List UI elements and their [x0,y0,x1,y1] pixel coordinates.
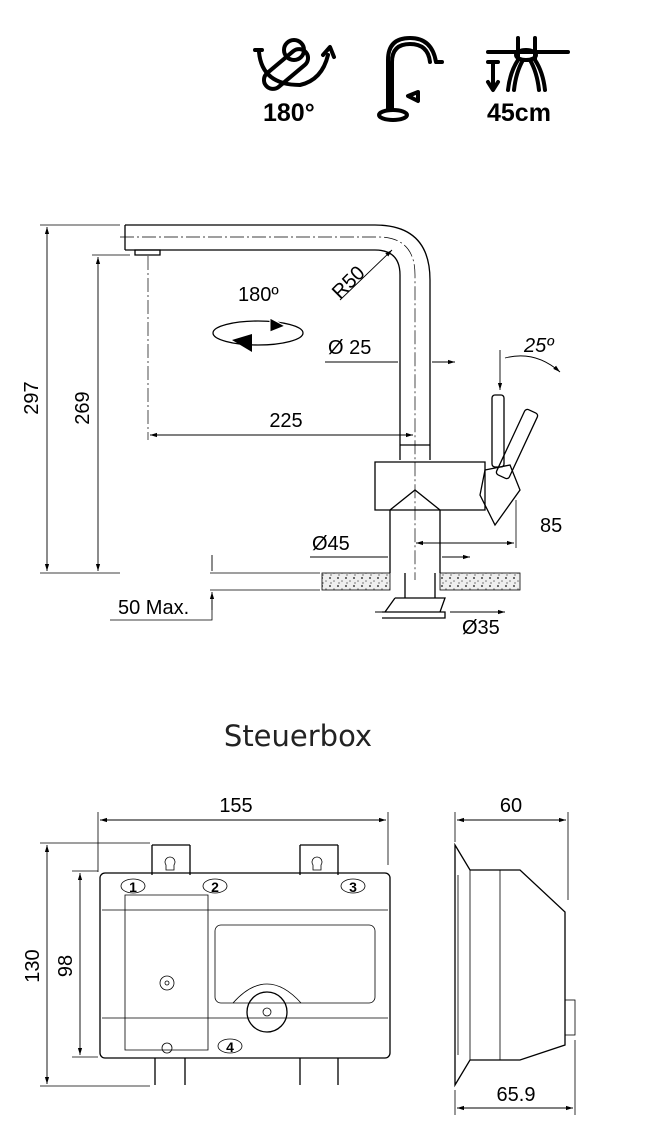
dim-155: 155 [219,795,252,817]
port-3-label: 3 [349,879,357,895]
dim-50-max: 50 Max. [118,597,189,619]
dim-d45: Ø45 [312,533,350,555]
dim-269: 269 [72,391,94,424]
dim-60: 60 [500,795,522,817]
faucet-dimensions: 297 269 225 R50 180º Ø 25 25º Ø45 85 50 … [21,224,562,639]
pull-out-hose-icon: 45cm [486,36,570,127]
swivel-label-180: 180º [238,284,279,306]
dim-r50: R50 [328,262,370,304]
dim-98: 98 [55,955,77,977]
port-1-label: 1 [129,879,137,895]
dim-225: 225 [269,410,302,432]
control-box-dimensions: 155 60 130 98 65.9 [22,795,576,1115]
hose-length-label: 45cm [487,99,551,127]
swivel-180-icon: 180° [253,38,336,127]
swivel-label: 180° [263,99,315,127]
spout-icon [377,36,444,122]
faucet-drawing [120,224,539,619]
dim-d35: Ø35 [462,617,500,639]
dim-25deg: 25º [523,335,555,357]
dim-297: 297 [21,381,43,414]
dim-130: 130 [22,949,44,982]
dim-85: 85 [540,515,562,537]
control-box-title: Steuerbox [224,719,372,753]
countertop [321,572,391,591]
control-box-front: 1 2 3 4 [99,844,391,1085]
port-2-label: 2 [211,879,219,895]
port-4-label: 4 [226,1039,234,1055]
control-box-side [454,842,576,1088]
dim-d25: Ø 25 [328,337,371,359]
dim-65-9: 65.9 [497,1084,536,1106]
